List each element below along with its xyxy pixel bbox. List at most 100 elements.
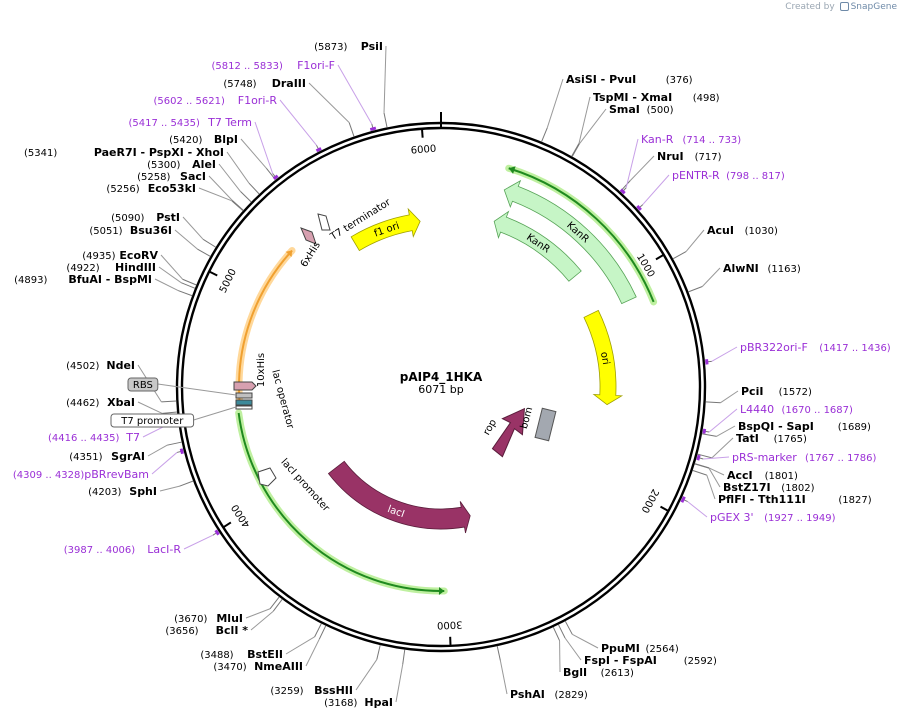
primer-range-0: (5812 .. 5833): [211, 61, 283, 72]
primer-range-2: (5417 .. 5435): [128, 118, 200, 129]
tick-label-6000: 6000: [410, 144, 436, 157]
primer-leader-4: [151, 452, 178, 475]
site-pos-33: (1827): [838, 495, 871, 506]
site-name-16: MluI: [216, 612, 243, 625]
site-pos-28: (1572): [779, 387, 812, 398]
site-tick-5: [231, 200, 244, 211]
site-name-5: SacI: [180, 170, 206, 183]
site-pos-2: (5420): [169, 135, 202, 146]
site-pos-30: (1765): [774, 434, 807, 445]
site-tick-30: [697, 453, 713, 459]
site-name-28: PciI: [741, 385, 763, 398]
site-leader-21: [395, 664, 404, 703]
site-leader-2: [240, 138, 267, 169]
site-leader-0: [383, 45, 387, 113]
site-name-11: BfuAI - BspMI: [68, 273, 152, 286]
site-pos-23: (498): [693, 93, 720, 104]
site-pos-1: (5748): [223, 79, 256, 90]
site-name-32: BstZ17I: [723, 481, 771, 494]
site-name-0: PsiI: [361, 40, 383, 53]
site-tick-36: [552, 626, 561, 641]
primer-range-9: (1670 .. 1687): [782, 405, 854, 416]
orf-orange-head: [285, 250, 293, 258]
site-leader-32: [708, 467, 721, 488]
tick-2000: [660, 505, 669, 512]
tick-label-2000: 2000: [639, 487, 661, 515]
site-pos-22: (376): [666, 75, 693, 86]
site-pos-3: (5341): [24, 148, 57, 159]
site-tick-23: [571, 143, 580, 157]
snapgene-credit: Created by SnapGene: [785, 2, 897, 12]
site-leader-17: [250, 610, 274, 631]
site-pos-19: (3470): [213, 662, 246, 673]
site-tick-32: [694, 463, 710, 469]
primer-name-1: F1ori-R: [238, 94, 278, 107]
credit-prefix: Created by: [785, 2, 835, 12]
tick-label-4000: 4000: [230, 502, 253, 529]
primer-name-10: pRS-marker: [732, 451, 797, 464]
site-pos-27: (1163): [768, 264, 801, 275]
site-tick-14: [167, 441, 182, 446]
site-pos-36: (2613): [601, 668, 634, 679]
site-leader-30: [711, 437, 734, 459]
primer-mark-6: [619, 188, 626, 195]
site-name-9: EcoRV: [119, 249, 158, 262]
feature-arrow-kanr-0: [503, 179, 637, 305]
tick-6000: [420, 128, 424, 138]
primer-range-1: (5602 .. 5621): [153, 96, 225, 107]
site-leader-20: [355, 659, 378, 691]
site-pos-21: (3168): [324, 698, 357, 709]
site-pos-18: (3488): [200, 650, 233, 661]
boxed-leader-1: [193, 406, 237, 421]
site-tick-11: [177, 290, 193, 297]
site-pos-37: (2829): [555, 690, 588, 701]
site-tick-17: [272, 598, 283, 612]
primer-mark-2: [272, 174, 279, 181]
tick-4000: [222, 521, 232, 529]
rbs-shape: [235, 392, 253, 399]
site-name-4: AleI: [192, 158, 216, 171]
site-pos-35: (2592): [684, 656, 717, 667]
site-leader-16: [245, 608, 271, 619]
site-leader-5: [208, 175, 233, 201]
site-name-37: PshAI: [510, 688, 545, 701]
site-tick-3: [248, 182, 260, 195]
primer-leader-1: [279, 99, 317, 146]
primer-name-9: L4440: [740, 403, 774, 416]
site-pos-20: (3259): [270, 686, 303, 697]
site-pos-11: (4893): [14, 275, 47, 286]
site-name-15: SphI: [129, 485, 157, 498]
site-pos-16: (3670): [174, 614, 207, 625]
site-tick-13: [162, 411, 178, 414]
site-leader-25: [629, 155, 655, 181]
primer-mark-5: [214, 529, 220, 536]
primer-name-6: Kan-R: [641, 133, 674, 146]
10xhis-shape: [233, 381, 257, 391]
site-name-17: BclI *: [216, 624, 249, 637]
site-leader-37: [499, 660, 508, 695]
boxed-label-t7-promoter: T7 promoter: [120, 416, 184, 427]
snapgene-logo-icon: [839, 2, 849, 11]
site-pos-9: (4935): [82, 251, 115, 262]
feature-arrow-ori-2: [583, 309, 624, 406]
site-tick-33: [692, 469, 707, 476]
site-pos-29: (1689): [838, 422, 871, 433]
site-name-20: BssHII: [314, 684, 353, 697]
plasmid-name: pAIP4_1HKA: [400, 370, 483, 385]
boxed-label-bg-0: [127, 377, 159, 392]
laci-promoter-shape: [257, 467, 277, 487]
feature-label-rop: rop: [481, 418, 499, 438]
site-pos-25: (717): [695, 152, 722, 163]
site-leader-23: [578, 96, 591, 144]
primer-range-8: (1417 .. 1436): [819, 343, 891, 354]
site-tick-18: [314, 623, 322, 638]
site-leader-29: [716, 425, 736, 437]
site-leader-22: [546, 78, 564, 129]
site-tick-7: [202, 238, 217, 248]
site-name-33: PflFI - Tth111I: [718, 493, 806, 506]
primer-name-11: pGEX 3': [710, 511, 754, 524]
primer-mark-4: [179, 448, 184, 455]
site-leader-26: [685, 229, 705, 252]
lac-operator-shape: [235, 399, 253, 406]
site-name-24: SmaI: [609, 103, 640, 116]
